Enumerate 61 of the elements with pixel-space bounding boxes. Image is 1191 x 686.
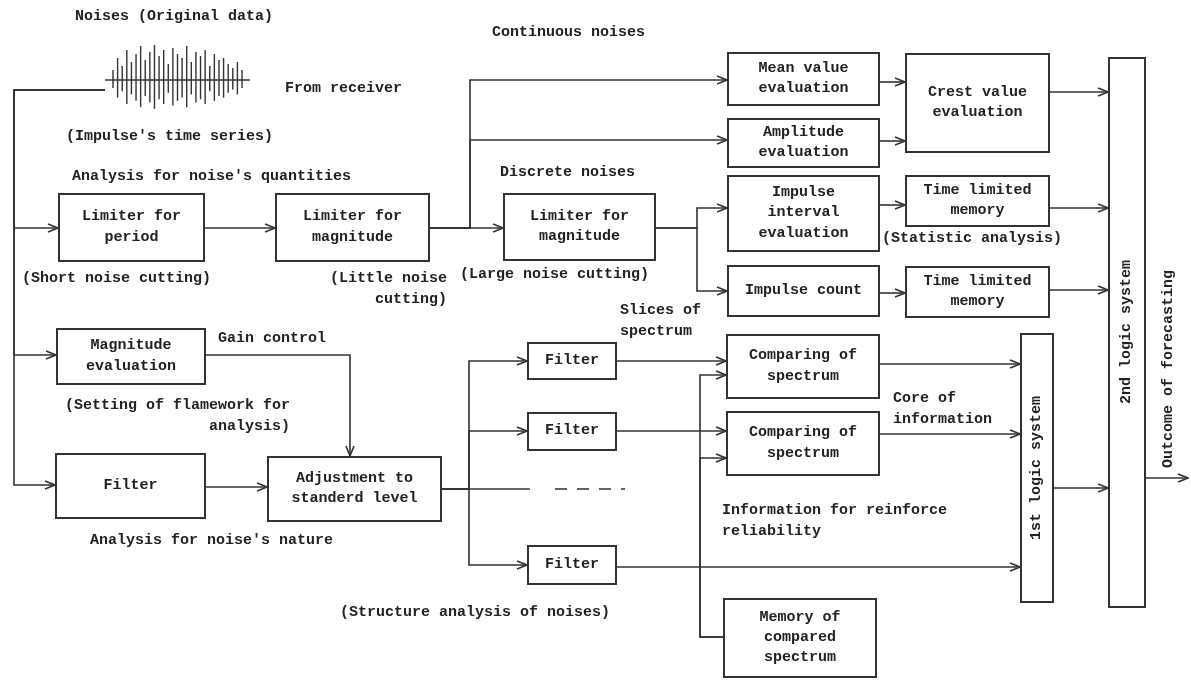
node-caption: (Setting of flamework for analysis) [63,396,290,437]
arrow [1049,285,1109,295]
annotation-text: Noises (Original data) [75,7,275,27]
process-box: Mean value evaluation [727,52,880,106]
node-caption: (Large noise cutting) [460,265,651,285]
node-caption: (Little noise cutting) [328,269,447,310]
arrow [655,227,728,296]
arrow [879,429,1021,439]
process-box: Filter [527,342,617,380]
arrow [441,488,528,570]
node-caption: (Short noise cutting) [22,269,213,289]
process-box: Impulse interval evaluation [727,175,880,252]
arrow [429,223,504,233]
process-box: Filter [527,412,617,451]
arrow [879,288,906,298]
annotation-text: Analysis for noise's quantities [72,167,353,187]
logic-system-box: 1st logic system [1020,333,1054,603]
edge-label: Slices of spectrum [620,301,702,342]
arrow [879,77,906,87]
arrow [13,89,106,490]
arrow [879,359,1021,369]
logic-system-box: 2nd logic system [1108,57,1146,608]
arrow [1049,203,1109,213]
arrow [1145,473,1189,483]
process-box: Comparing of spectrum [726,411,880,476]
process-box: Comparing of spectrum [726,334,880,399]
process-box: Filter [55,453,206,519]
process-box: Magnitude evaluation [56,328,206,385]
arrow [204,223,276,233]
arrow [205,354,355,457]
edge-label: Core of information [893,389,994,430]
arrow [1053,483,1109,493]
process-box: Limiter for magnitude [275,193,430,262]
process-box: Limiter for period [58,193,205,262]
arrow [616,562,1021,572]
arrow [616,356,727,366]
process-box: Memory of compared spectrum [723,598,877,678]
arrow [1049,87,1109,97]
arrow [879,136,906,146]
process-box: Time limited memory [905,175,1050,227]
process-box: Amplitude evaluation [727,118,880,168]
annotation-text: (Impulse's time series) [66,127,275,147]
edge-label: Information for reinforce reliability [722,501,949,542]
node-caption: (Statistic analysis) [882,229,1064,249]
annotation-text: (Structure analysis of noises) [340,603,612,623]
arrow [205,482,268,492]
process-box: Time limited memory [905,266,1050,318]
process-box: Filter [527,545,617,585]
edge-label: Continuous noises [492,23,647,43]
edge-label: Gain control [218,329,328,349]
process-box: Limiter for magnitude [503,193,656,261]
annotation-text: Analysis for noise's nature [90,531,335,551]
process-box: Crest value evaluation [905,53,1050,153]
edge-label: Outcome of forecasting [1160,270,1177,469]
arrow [616,426,727,436]
edge-label: Discrete noises [500,163,637,183]
arrow [879,200,906,210]
process-box: Impulse count [727,265,880,317]
arrow [699,453,727,638]
process-box: Adjustment to standerd level [267,456,442,522]
node-caption: From receiver [285,79,404,99]
